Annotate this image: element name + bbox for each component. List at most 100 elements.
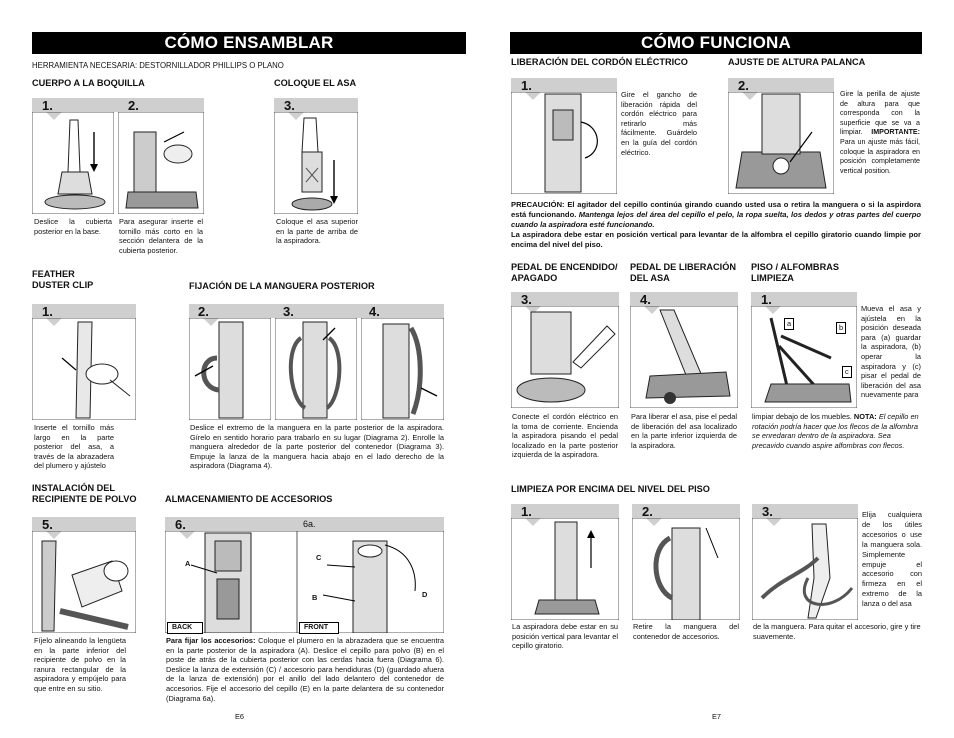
caption-cuerpo-1: Deslice la cubierta posterior en la base… (34, 217, 112, 236)
precaucion-italic: Mantenga lejos del área del cepillo el p… (511, 210, 921, 229)
caption-nivel-3-cont: de la manguera. Para quitar el accesorio… (753, 622, 921, 641)
label-letter: c (842, 366, 852, 378)
caption-altura: Gire la perilla de ajuste de altura para… (840, 90, 920, 176)
illustration-nivel-2 (632, 518, 740, 620)
illustration-pedal (511, 306, 619, 408)
step-number: 2. (128, 98, 139, 113)
heading-altura: AJUSTE DE ALTURA PALANCA (728, 57, 866, 67)
illustration-manguera-3 (275, 318, 357, 420)
step-number: 3. (283, 304, 294, 319)
caption-altura-bold: IMPORTANTE: (871, 128, 920, 137)
step-number: 4. (369, 304, 380, 319)
heading-coloque-asa: COLOQUE EL ASA (274, 78, 357, 88)
caption-piso-note: El cepillo en rotación podría hacer que … (752, 412, 919, 450)
illustration-nivel-3 (752, 518, 858, 620)
caption-accesorios-text: Coloque el plumero en la abrazadera que … (166, 636, 444, 703)
step-bar-cordon (511, 78, 617, 100)
label-front: FRONT (299, 622, 339, 634)
caption-nivel-1: La aspiradora debe estar en su posición … (512, 622, 618, 651)
illustration-manguera-2 (189, 318, 271, 420)
step-number: 1. (521, 504, 532, 519)
step-bar-accesorios (165, 517, 444, 539)
illustration-accesorios-front (297, 531, 444, 633)
right-banner: CÓMO FUNCIONA (510, 32, 922, 54)
precaucion-block: PRECAUCIÓN: El agitador del cepillo cont… (511, 200, 921, 250)
label-letter: C (316, 553, 322, 562)
caption-altura-text: Gire la perilla de ajuste de altura para… (840, 90, 920, 137)
precaucion-line2: La aspiradora debe estar en posición ver… (511, 230, 921, 249)
step-number: 2. (738, 78, 749, 93)
heading-accesorios: ALMACENAMIENTO DE ACCESORIOS (165, 494, 333, 504)
caption-feather: Inserte el tornillo más largo en la part… (34, 423, 114, 471)
step-number: 1. (521, 78, 532, 93)
caption-piso-note-bold: NOTA: (853, 412, 877, 421)
caption-cuerpo-2: Para asegurar inserte el tornillo más co… (119, 217, 203, 255)
step-number: 1. (42, 304, 53, 319)
illustration-polvo (32, 531, 136, 633)
left-banner: CÓMO ENSAMBLAR (32, 32, 466, 54)
heading-polvo: INSTALACIÓN DEL RECIPIENTE DE POLVO (32, 483, 137, 504)
caption-nivel-3: Elija cualquiera de los útiles accesorio… (862, 510, 922, 609)
step-bar-nivel-3 (752, 504, 858, 526)
tools-note: HERRAMIENTA NECESARIA: DESTORNILLADOR PH… (32, 61, 284, 70)
page-number-left: E6 (235, 712, 245, 721)
label-letter: a (784, 318, 795, 330)
step-number-6a: 6a. (303, 519, 316, 529)
illustration-cordon (511, 92, 617, 194)
illustration-manguera-4 (361, 318, 444, 420)
label-letter: B (312, 593, 318, 602)
heading-nivel: LIMPIEZA POR ENCIMA DEL NIVEL DEL PISO (511, 484, 710, 494)
step-number: 3. (521, 292, 532, 307)
step-number: 1. (42, 98, 53, 113)
step-bar-asa (274, 98, 358, 120)
heading-cuerpo: CUERPO A LA BOQUILLA (32, 78, 145, 88)
precaucion-text: El agitador del cepillo continúa girando… (511, 200, 921, 219)
precaucion-label: PRECAUCIÓN: (511, 200, 565, 209)
step-number: 4. (640, 292, 651, 307)
caption-pedal: Conecte el cordón eléctrico en la toma d… (512, 412, 618, 460)
step-bar-pedal-asa (630, 292, 738, 314)
step-bar-cuerpo (32, 98, 204, 120)
step-number: 2. (198, 304, 209, 319)
step-number: 2. (642, 504, 653, 519)
illustration-altura (728, 92, 834, 194)
illustration-piso (751, 306, 857, 408)
illustration-cuerpo-1 (32, 112, 114, 214)
heading-cordon: LIBERACIÓN DEL CORDÓN ELÉCTRICO (511, 57, 688, 67)
illustration-pedal-asa (630, 306, 738, 408)
heading-feather: FEATHER DUSTER CLIP (32, 269, 94, 290)
label-letter: A (185, 559, 191, 568)
caption-piso-cont-text: limpiar debajo de los muebles. (752, 412, 852, 421)
heading-manguera: FIJACIÓN DE LA MANGUERA POSTERIOR (189, 281, 375, 291)
caption-piso: Mueva el asa y ajústela en la posición d… (861, 304, 921, 400)
heading-pedal-asa: PEDAL DE LIBERACIÓN DEL ASA (630, 262, 737, 283)
label-letter: b (836, 322, 847, 334)
step-number: 5. (42, 517, 53, 532)
illustration-nivel-1 (511, 518, 619, 620)
step-number: 3. (284, 98, 295, 113)
caption-piso-cont: limpiar debajo de los muebles. NOTA: El … (752, 412, 922, 450)
caption-nivel-2: Retire la manguera del contenedor de acc… (633, 622, 739, 641)
illustration-asa-3 (274, 112, 358, 214)
label-back: BACK (167, 622, 203, 634)
step-bar-polvo (32, 517, 136, 539)
step-bar-feather (32, 304, 136, 326)
heading-pedal: PEDAL DE ENCENDIDO/ APAGADO (511, 262, 618, 283)
caption-accesorios-bold: Para fijar los accesorios: (166, 636, 256, 645)
illustration-accesorios-back (165, 531, 297, 633)
step-bar-pedal (511, 292, 619, 314)
caption-manguera: Deslice el extremo de la manguera en la … (190, 423, 444, 471)
step-bar-nivel-1 (511, 504, 619, 526)
step-number: 1. (761, 292, 772, 307)
label-letter: D (422, 590, 428, 599)
caption-altura-text-2: Para un ajuste más fácil, coloque la asp… (840, 137, 920, 175)
step-number: 6. (175, 517, 186, 532)
caption-pedal-asa: Para liberar el asa, pise el pedal de li… (631, 412, 737, 450)
step-bar-manguera (189, 304, 444, 326)
step-number: 3. (762, 504, 773, 519)
step-bar-piso (751, 292, 857, 314)
step-bar-altura (728, 78, 834, 100)
page-number-right: E7 (712, 712, 722, 721)
heading-piso: PISO / ALFOMBRAS LIMPIEZA (751, 262, 839, 283)
caption-accesorios: Para fijar los accesorios: Coloque el pl… (166, 636, 444, 703)
